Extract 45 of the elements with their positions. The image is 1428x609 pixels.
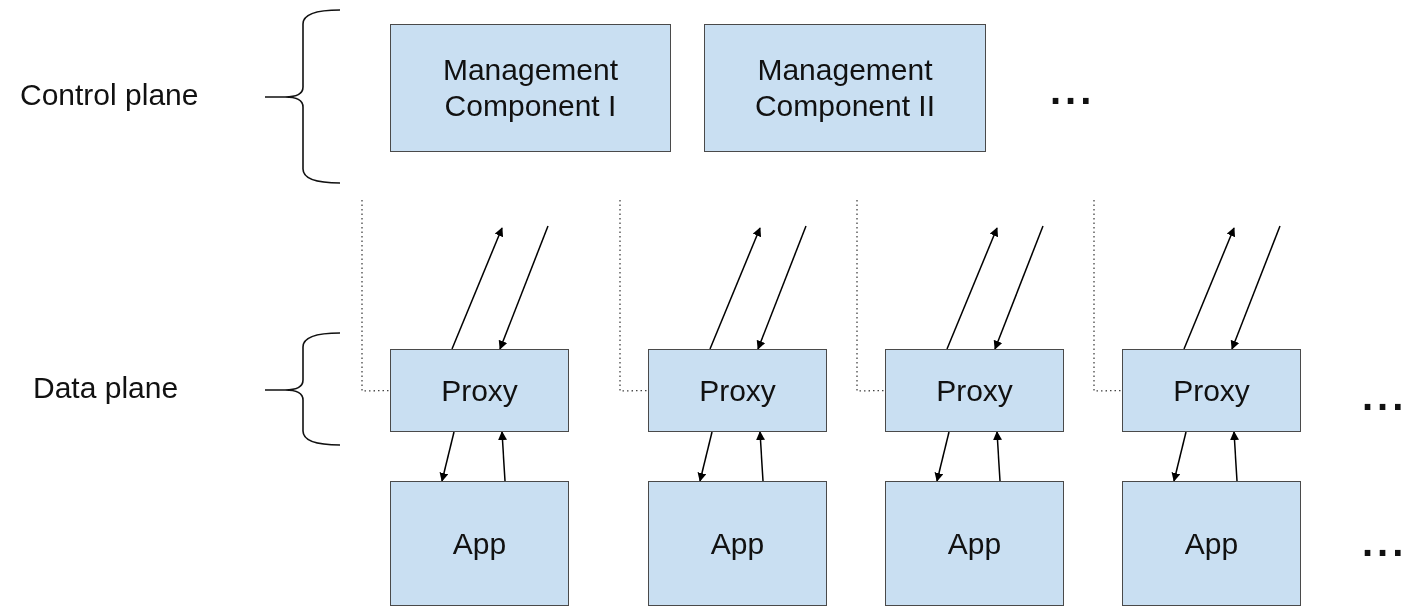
dotted-line: [1093, 199, 1123, 392]
arrow: [946, 227, 999, 350]
plane-label: Control plane: [20, 78, 199, 112]
process-box: [1122, 481, 1301, 606]
arrow: [498, 431, 507, 482]
box-label: App: [1183, 525, 1240, 562]
arrow: [993, 225, 1044, 350]
box-label: Proxy: [698, 372, 777, 409]
process-box: [390, 349, 569, 432]
box-label: App: [709, 525, 766, 562]
process-box: [1122, 349, 1301, 432]
ellipsis: ...: [1362, 376, 1408, 416]
box-label: App: [451, 525, 508, 562]
arrow: [439, 431, 455, 482]
process-box: [390, 481, 569, 606]
arrow: [934, 431, 950, 482]
arrow: [1230, 225, 1281, 350]
process-box: [885, 349, 1064, 432]
dotted-line: [856, 199, 886, 392]
arrow: [756, 225, 807, 350]
box-label: Proxy: [440, 372, 519, 409]
plane-label: Data plane: [33, 371, 179, 405]
box-label: Proxy: [1172, 372, 1251, 409]
process-box: [648, 481, 827, 606]
ellipsis: ...: [1050, 70, 1096, 110]
arrow: [1230, 431, 1239, 482]
ellipsis: ...: [1362, 522, 1408, 562]
component-box: [390, 24, 671, 152]
arrow: [1183, 227, 1236, 350]
dotted-line: [361, 199, 391, 392]
process-box: [648, 349, 827, 432]
box-label: Proxy: [935, 372, 1014, 409]
arrow: [756, 431, 765, 482]
arrow: [709, 227, 762, 350]
component-box: [704, 24, 986, 152]
arrow: [451, 227, 504, 350]
dotted-line: [619, 199, 649, 392]
arrow: [697, 431, 713, 482]
arrow: [993, 431, 1002, 482]
arrow: [498, 225, 549, 350]
box-label: Management Component II: [753, 52, 937, 124]
box-label: Management Component I: [441, 52, 620, 124]
arrow: [1171, 431, 1187, 482]
box-label: App: [946, 525, 1003, 562]
process-box: [885, 481, 1064, 606]
